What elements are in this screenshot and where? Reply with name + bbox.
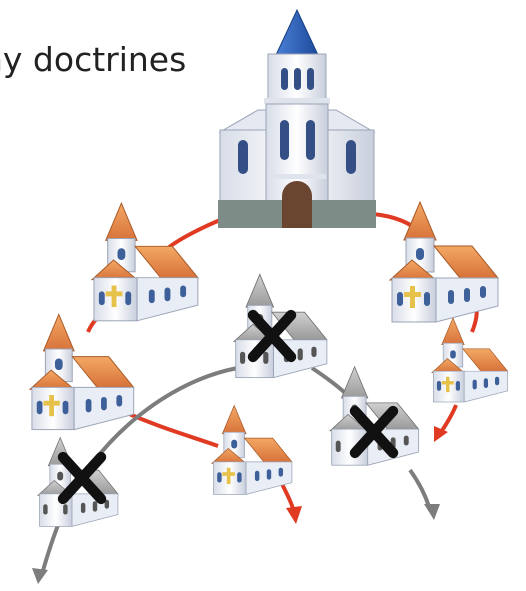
arrowhead-icon	[32, 568, 48, 584]
red-path-left-upper	[166, 216, 226, 250]
arrowhead-icon	[434, 426, 448, 442]
arrowhead-icon	[286, 506, 302, 524]
diagram-caption: ny doctrines	[0, 40, 187, 79]
arrowhead-icon	[424, 504, 440, 520]
red-path-to-small-church	[119, 408, 219, 448]
church-icon	[389, 201, 499, 323]
church-icon	[91, 202, 199, 322]
church-icon	[211, 405, 293, 495]
closed-church-icon	[329, 366, 419, 466]
cathedral-icon	[218, 8, 376, 228]
church-icon	[29, 313, 135, 431]
church-icon	[431, 317, 508, 403]
